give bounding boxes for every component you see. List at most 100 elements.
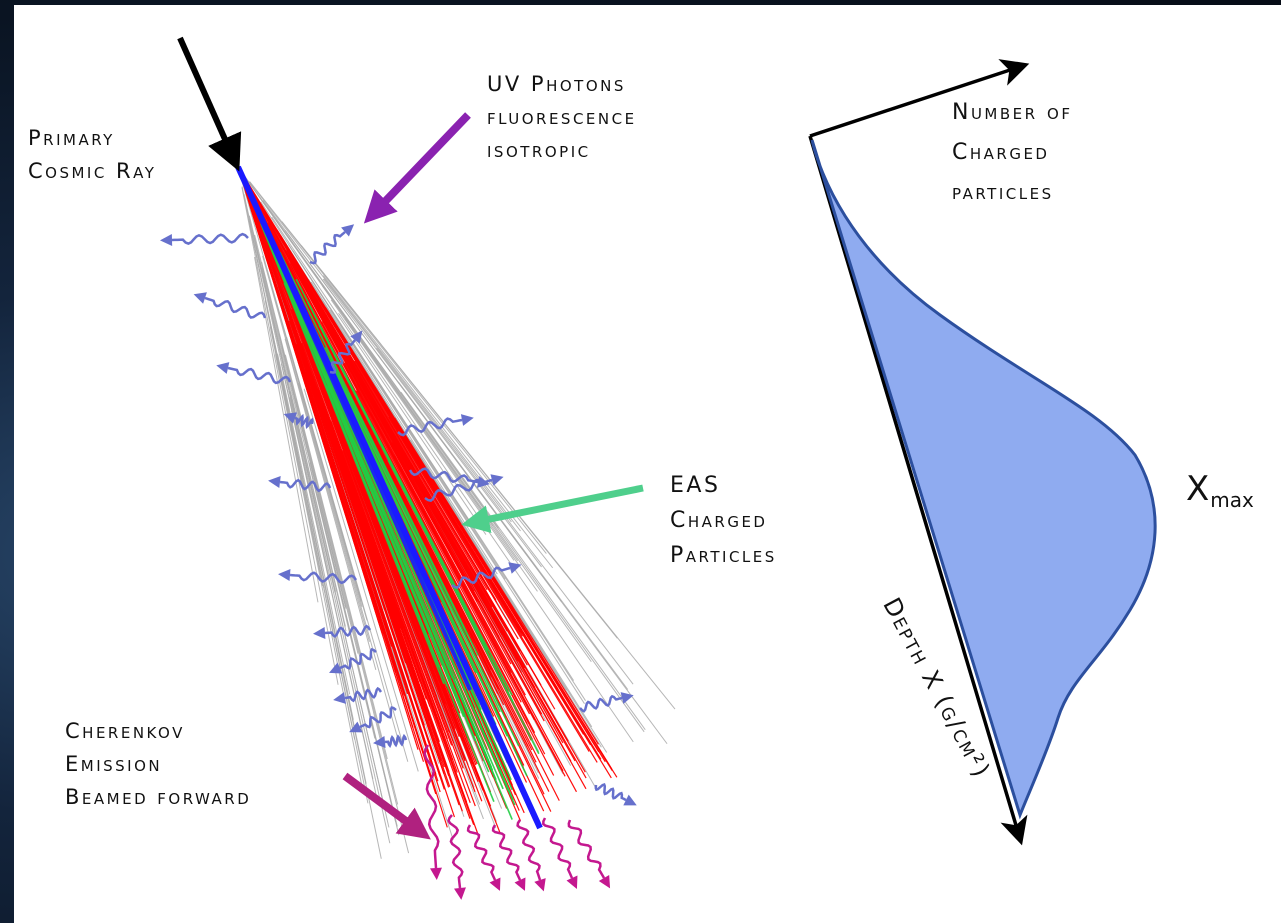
cherenkov-photon bbox=[447, 814, 464, 889]
shower-red-track bbox=[255, 223, 393, 647]
shower-gray-track bbox=[281, 221, 618, 639]
shower-green-track bbox=[290, 292, 497, 780]
shower-green-track bbox=[311, 323, 528, 777]
cherenkov-photon-head bbox=[566, 875, 578, 889]
shower-gray-track bbox=[284, 338, 377, 670]
shower-gray-track bbox=[289, 397, 391, 844]
shower-red-track bbox=[301, 342, 458, 773]
uv-photon-head bbox=[193, 292, 207, 304]
uv-photon bbox=[397, 417, 463, 437]
xmax-label: Xmax bbox=[1186, 469, 1254, 512]
uv-photon-head bbox=[350, 330, 363, 344]
shower-gray-track bbox=[251, 229, 390, 828]
uv-photon bbox=[424, 478, 493, 502]
shower-green-track bbox=[243, 182, 474, 735]
uv-photon-head bbox=[313, 627, 326, 639]
shower-red-track bbox=[304, 368, 425, 726]
shower-red-track bbox=[321, 321, 512, 673]
shower-gray-track bbox=[241, 187, 339, 685]
shower-red-track bbox=[342, 459, 479, 836]
uv-photon-head bbox=[160, 234, 173, 246]
shower-gray-track bbox=[295, 398, 399, 805]
shower-red-track bbox=[388, 416, 598, 763]
shower-gray-track bbox=[315, 490, 397, 822]
cherenkov-photon-head bbox=[454, 887, 466, 900]
cherenkov-photon bbox=[466, 824, 497, 881]
uv-photon bbox=[204, 296, 267, 319]
shower-red-track bbox=[247, 193, 476, 807]
cherenkov-photon-head bbox=[598, 874, 611, 889]
shower-gray-track bbox=[303, 388, 419, 772]
shower-gray-track bbox=[277, 353, 351, 695]
cherenkov-photon-squiggles bbox=[423, 744, 611, 900]
uv-photon-squiggles bbox=[160, 224, 637, 806]
shower-green-track bbox=[283, 282, 445, 685]
shower-gray-track bbox=[322, 275, 554, 569]
shower-red-track bbox=[284, 251, 478, 600]
shower-red-track bbox=[354, 360, 590, 752]
cherenkov-photon-head bbox=[489, 877, 501, 891]
uv-photon bbox=[289, 571, 358, 585]
uv-photon bbox=[451, 566, 511, 589]
shower-red-track bbox=[406, 439, 613, 772]
diagram-canvas bbox=[160, 36, 1157, 900]
shower-gray-track bbox=[241, 186, 382, 859]
shower-gray-track bbox=[409, 439, 593, 728]
shower-green-track bbox=[295, 278, 513, 696]
shower-gray-track bbox=[297, 382, 400, 743]
shower-gray-track bbox=[271, 216, 487, 535]
shower-gray-track bbox=[262, 255, 370, 642]
xmax-main: X bbox=[1186, 469, 1210, 509]
uv-photon bbox=[171, 232, 249, 245]
shower-red-track bbox=[336, 363, 537, 763]
shower-red-track bbox=[298, 281, 531, 715]
shower-red-track bbox=[237, 166, 450, 788]
cherenkov-photon bbox=[567, 819, 606, 879]
uv-photon-head bbox=[341, 224, 355, 237]
shower-red-track bbox=[344, 362, 526, 696]
shower-gray-track bbox=[248, 181, 521, 532]
uv-photon-head bbox=[623, 794, 637, 806]
shower-gray-track bbox=[344, 331, 506, 580]
shower-red-track bbox=[267, 222, 522, 696]
shower-red-track bbox=[286, 303, 471, 819]
depth-axis-arrow bbox=[808, 135, 1028, 846]
eas-particles-pointer-arrow bbox=[461, 484, 644, 533]
uv-photon-head bbox=[508, 562, 522, 574]
shower-red-track bbox=[243, 178, 503, 636]
shower-gray-track bbox=[400, 391, 646, 731]
uv-photon bbox=[344, 686, 383, 703]
uv-photon bbox=[408, 467, 479, 484]
cherenkov-photon-head bbox=[534, 878, 546, 892]
uv-photon bbox=[384, 733, 408, 748]
shower-gray-track bbox=[308, 279, 567, 691]
shower-gray-track bbox=[344, 318, 538, 592]
uv-photon-head bbox=[373, 736, 386, 748]
shower-red-track bbox=[311, 288, 591, 746]
uv-photon-head bbox=[268, 476, 281, 488]
cherenkov-photon bbox=[542, 817, 574, 879]
uv-photon-head bbox=[216, 362, 230, 374]
shower-green-track bbox=[387, 459, 540, 755]
shower-green-track bbox=[329, 359, 501, 713]
uv-photon bbox=[329, 339, 356, 374]
shower-red-track bbox=[307, 288, 586, 773]
shower-red-track bbox=[280, 280, 466, 760]
primary-cosmic-ray-arrow bbox=[177, 36, 242, 172]
shower-green-track bbox=[324, 347, 520, 747]
shower-red-track bbox=[311, 361, 419, 641]
cherenkov-photon-head bbox=[430, 867, 442, 880]
number-axis-arrow bbox=[809, 59, 1030, 138]
uv-photon-head bbox=[620, 692, 634, 704]
shower-gray-track bbox=[247, 180, 494, 526]
cherenkov-pointer-arrow bbox=[342, 772, 431, 840]
shower-gray-track bbox=[292, 251, 474, 527]
uv-photon-head bbox=[283, 412, 297, 424]
shower-gray-track bbox=[243, 193, 330, 578]
uv-photon bbox=[227, 366, 292, 385]
